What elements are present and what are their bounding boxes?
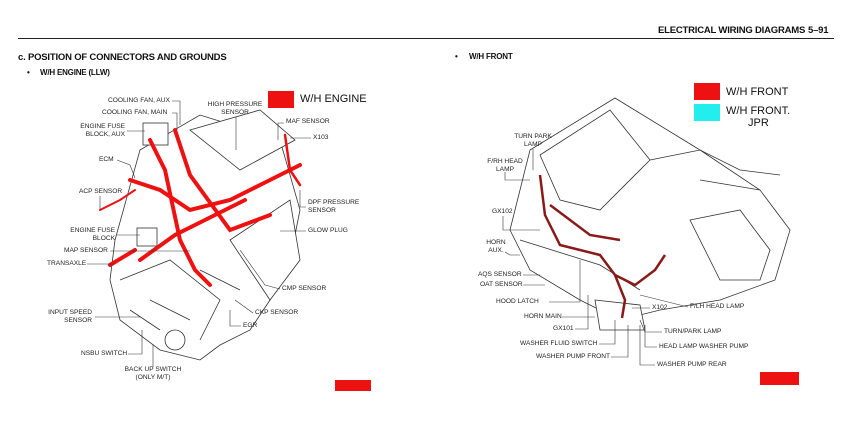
label-line: JPR xyxy=(748,117,769,129)
red-marker xyxy=(760,372,799,385)
label-aqs-sensor: AQS SENSOR xyxy=(478,271,522,278)
label-line: BACK UP SWITCH xyxy=(124,366,182,373)
label-map-sensor: MAP SENSOR xyxy=(64,247,108,254)
label-line: LAMP xyxy=(524,141,542,148)
label-nsbu-switch: NSBU SWITCH xyxy=(81,350,128,357)
label-maf-sensor: MAF SENSOR xyxy=(286,118,330,125)
label-line: HIGH PRESSURE xyxy=(207,101,263,108)
section-title: c. POSITION OF CONNECTORS AND GROUNDS xyxy=(18,52,227,63)
label-line: SENSOR xyxy=(308,207,336,214)
label-head-lamp-washer-pump: HEAD LAMP WASHER PUMP xyxy=(659,343,749,350)
label-egr: EGR xyxy=(243,322,258,329)
red-marker xyxy=(335,380,371,391)
label-line: HORN xyxy=(486,239,506,246)
label-line: F/RH HEAD xyxy=(487,158,523,165)
front-subtitle: W/H FRONT xyxy=(469,52,513,61)
label-line: AUX. xyxy=(488,247,504,254)
legend-label-wh-front-jpr: W/H FRONT.JPR xyxy=(726,105,790,129)
label-line: ENGINE FUSE xyxy=(70,227,115,234)
label-acp-sensor: ACP SENSOR xyxy=(79,188,123,195)
label-line: ENGINE FUSE xyxy=(80,123,125,130)
engine-leader-lines xyxy=(87,100,311,367)
legend-swatch-wh-front xyxy=(694,83,720,100)
label-washer-pump-rear: WASHER PUMP REAR xyxy=(657,361,727,368)
label-hood-latch: HOOD LATCH xyxy=(496,298,539,305)
header-rule xyxy=(18,38,834,39)
label-cooling-fan-main: COOLING FAN, MAIN xyxy=(102,109,168,116)
label-cmp-sensor: CMP SENSOR xyxy=(282,285,327,292)
label-washer-pump-front: WASHER PUMP FRONT xyxy=(536,353,610,360)
label-oat-sensor: OAT SENSOR xyxy=(480,281,523,288)
legend-label-wh-engine: W/H ENGINE xyxy=(300,93,367,105)
label-line: W/H FRONT. xyxy=(726,105,791,117)
front-leader-lines xyxy=(502,149,689,366)
label-glow-plug: GLOW PLUG xyxy=(308,227,348,234)
label-x102: X102 xyxy=(652,304,668,311)
label-line: INPUT SPEED xyxy=(48,309,92,316)
front-harness xyxy=(538,174,667,319)
page-header-title: ELECTRICAL WIRING DIAGRAMS xyxy=(658,25,806,36)
label-ecm: ECM xyxy=(99,156,114,163)
label-line: (ONLY M/T) xyxy=(135,374,171,381)
label-x103: X103 xyxy=(313,134,329,141)
label-line: BLOCK, AUX xyxy=(85,131,125,138)
engine-harness xyxy=(99,128,302,287)
label-ckp-sensor: CKP SENSOR xyxy=(255,309,299,316)
label-line: SENSOR xyxy=(64,317,92,324)
label-gx101: GX101 xyxy=(553,325,574,332)
label-horn-main: HORN MAIN xyxy=(524,313,562,320)
label-washer-fluid-switch: WASHER FLUID SWITCH xyxy=(520,340,598,347)
legend-swatch-wh-engine xyxy=(268,91,294,108)
label-line: TURN PARK xyxy=(514,133,552,140)
engine-drawing xyxy=(109,109,301,361)
page-number: 5–91 xyxy=(808,25,829,36)
label-gx102: GX102 xyxy=(492,208,513,215)
legend-swatch-wh-front-jpr xyxy=(694,104,720,121)
label-transaxle: TRANSAXLE xyxy=(47,260,87,267)
label-cooling-fan-aux: COOLING FAN, AUX xyxy=(108,97,170,104)
engine-subtitle: W/H ENGINE (LLW) xyxy=(40,68,110,77)
label-line: LAMP xyxy=(496,166,514,173)
label-back-up-switch: BACK UP SWITCH(ONLY M/T) xyxy=(120,366,186,382)
engine-bullet: • xyxy=(27,68,30,77)
label-line: DPF PRESSURE xyxy=(308,199,360,206)
label-flh-head-lamp: F/LH HEAD LAMP xyxy=(690,303,745,310)
label-turn-park-lamp: TURN/PARK LAMP xyxy=(664,328,722,335)
label-line: BLOCK xyxy=(92,235,115,242)
front-bullet: • xyxy=(455,52,458,61)
legend-label-wh-front: W/H FRONT xyxy=(726,86,789,98)
label-line: SENSOR xyxy=(221,109,249,116)
